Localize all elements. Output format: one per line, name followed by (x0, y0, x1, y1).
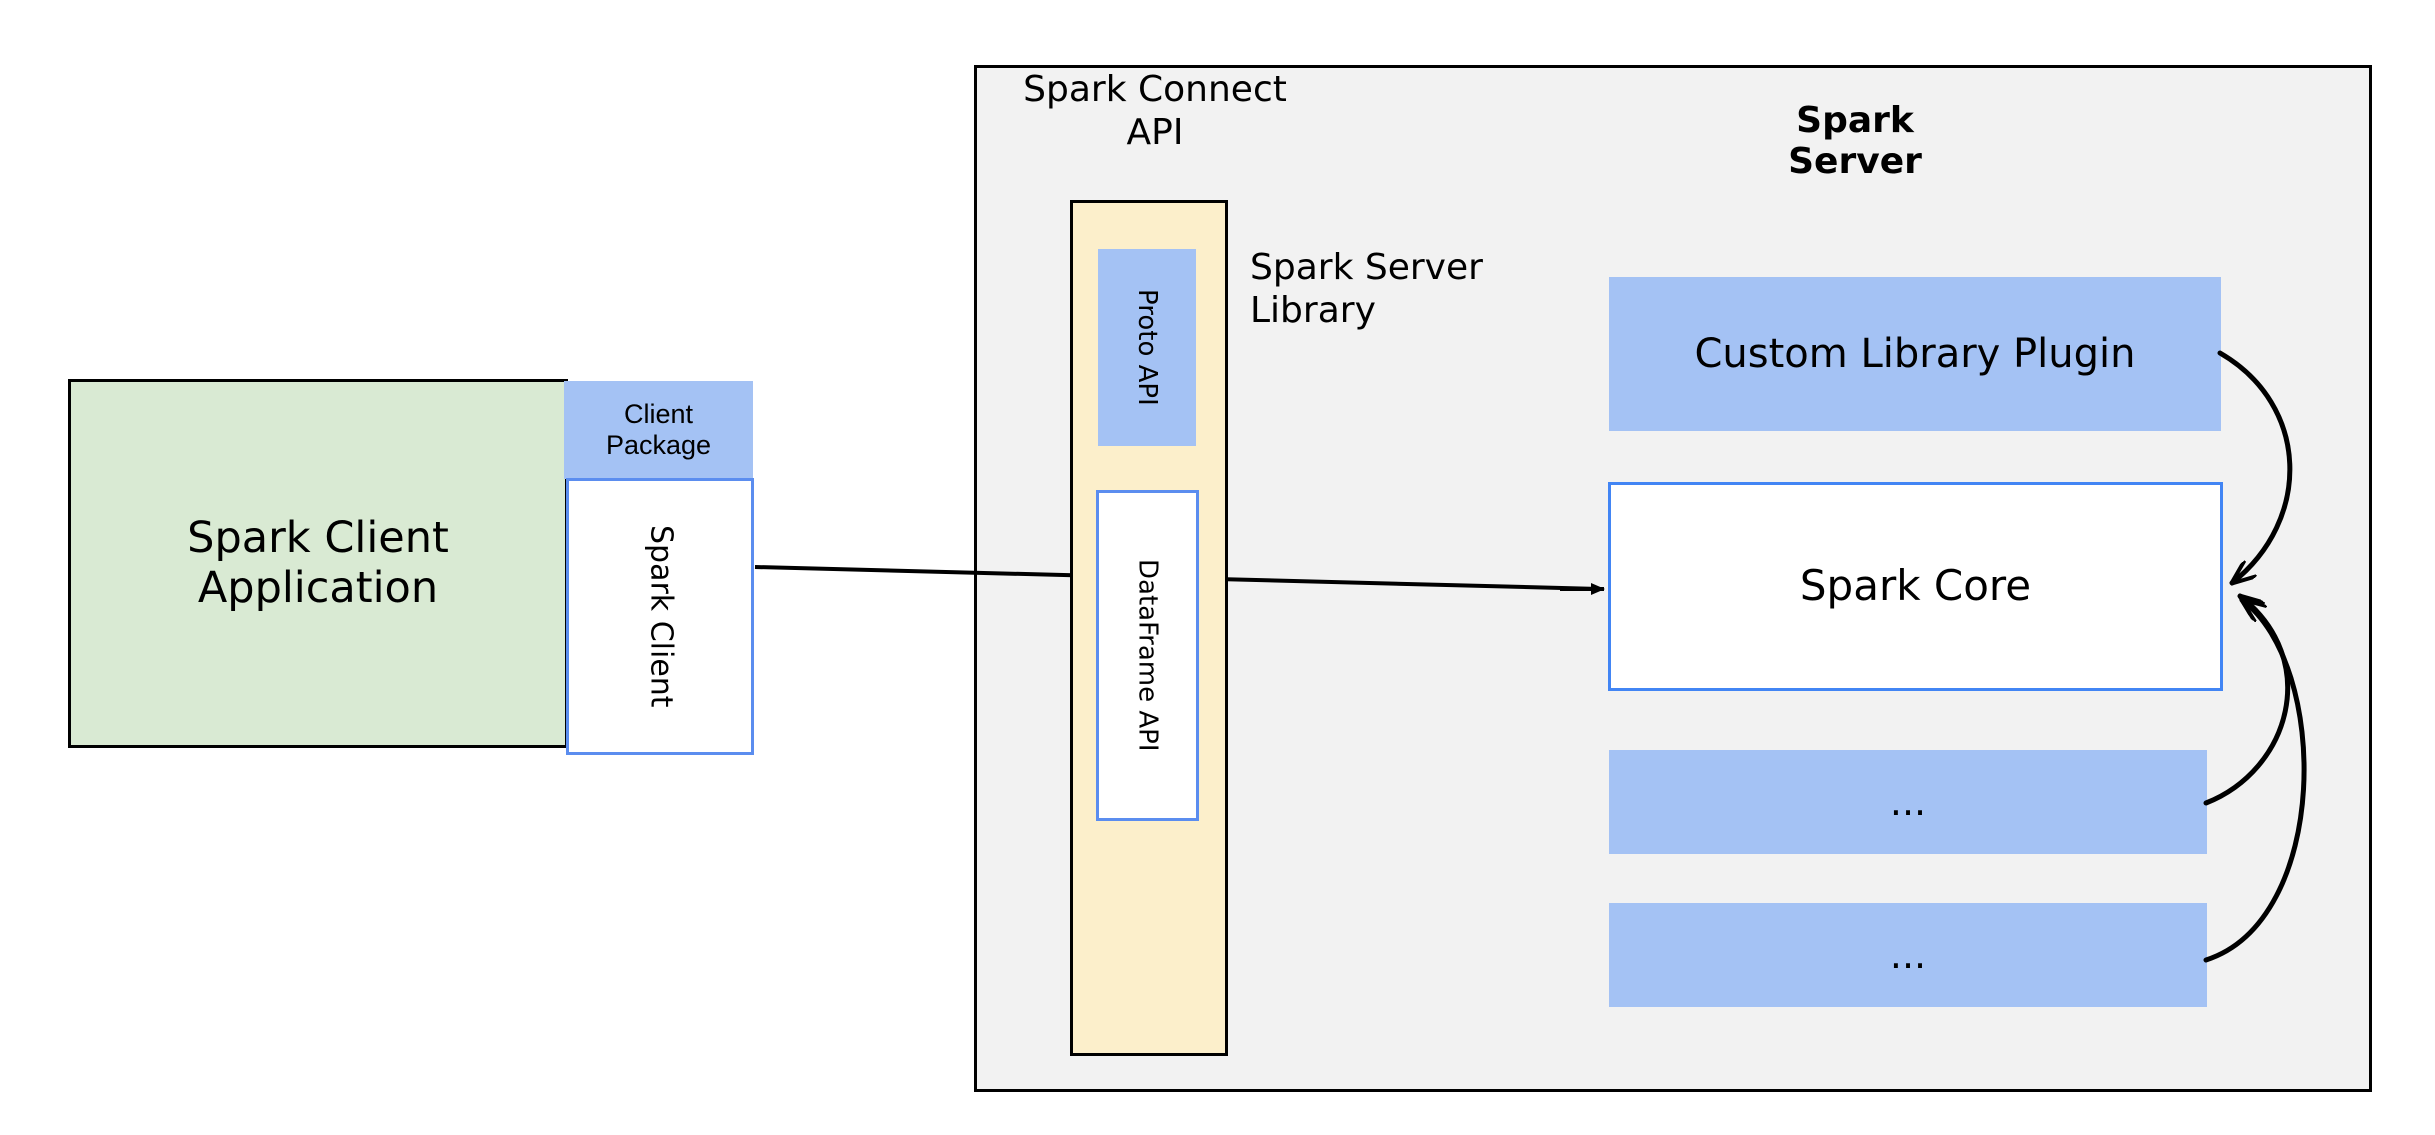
spark-connect-api-label: Spark Connect API (1023, 69, 1287, 154)
spark-core-box: Spark Core (1608, 482, 2223, 691)
ellipsis-label-2: ... (1889, 932, 1927, 977)
custom-library-plugin-box: Custom Library Plugin (1609, 277, 2221, 431)
ellipsis-box-2: ... (1609, 903, 2207, 1007)
spark-server-title: Spark Server (1788, 100, 1922, 182)
ellipsis-label-1: ... (1889, 779, 1927, 824)
proto-api-box: Proto API (1098, 249, 1196, 446)
dataframe-api-box: DataFrame API (1096, 490, 1199, 821)
spark-core-label: Spark Core (1799, 561, 2032, 611)
spark-client-application-label: Spark Client Application (187, 512, 449, 613)
custom-library-plugin-label: Custom Library Plugin (1694, 330, 2136, 377)
spark-client-application-box: Spark Client Application (68, 379, 568, 748)
spark-client-box: Spark Client (566, 478, 754, 755)
dataframe-api-label: DataFrame API (1132, 559, 1163, 752)
client-package-box: Client Package (564, 381, 753, 479)
proto-api-label: Proto API (1132, 289, 1163, 406)
spark-client-label: Spark Client (643, 525, 679, 708)
spark-server-library-label: Spark Server Library (1250, 247, 1483, 332)
ellipsis-box-1: ... (1609, 750, 2207, 854)
client-package-label: Client Package (605, 398, 712, 460)
